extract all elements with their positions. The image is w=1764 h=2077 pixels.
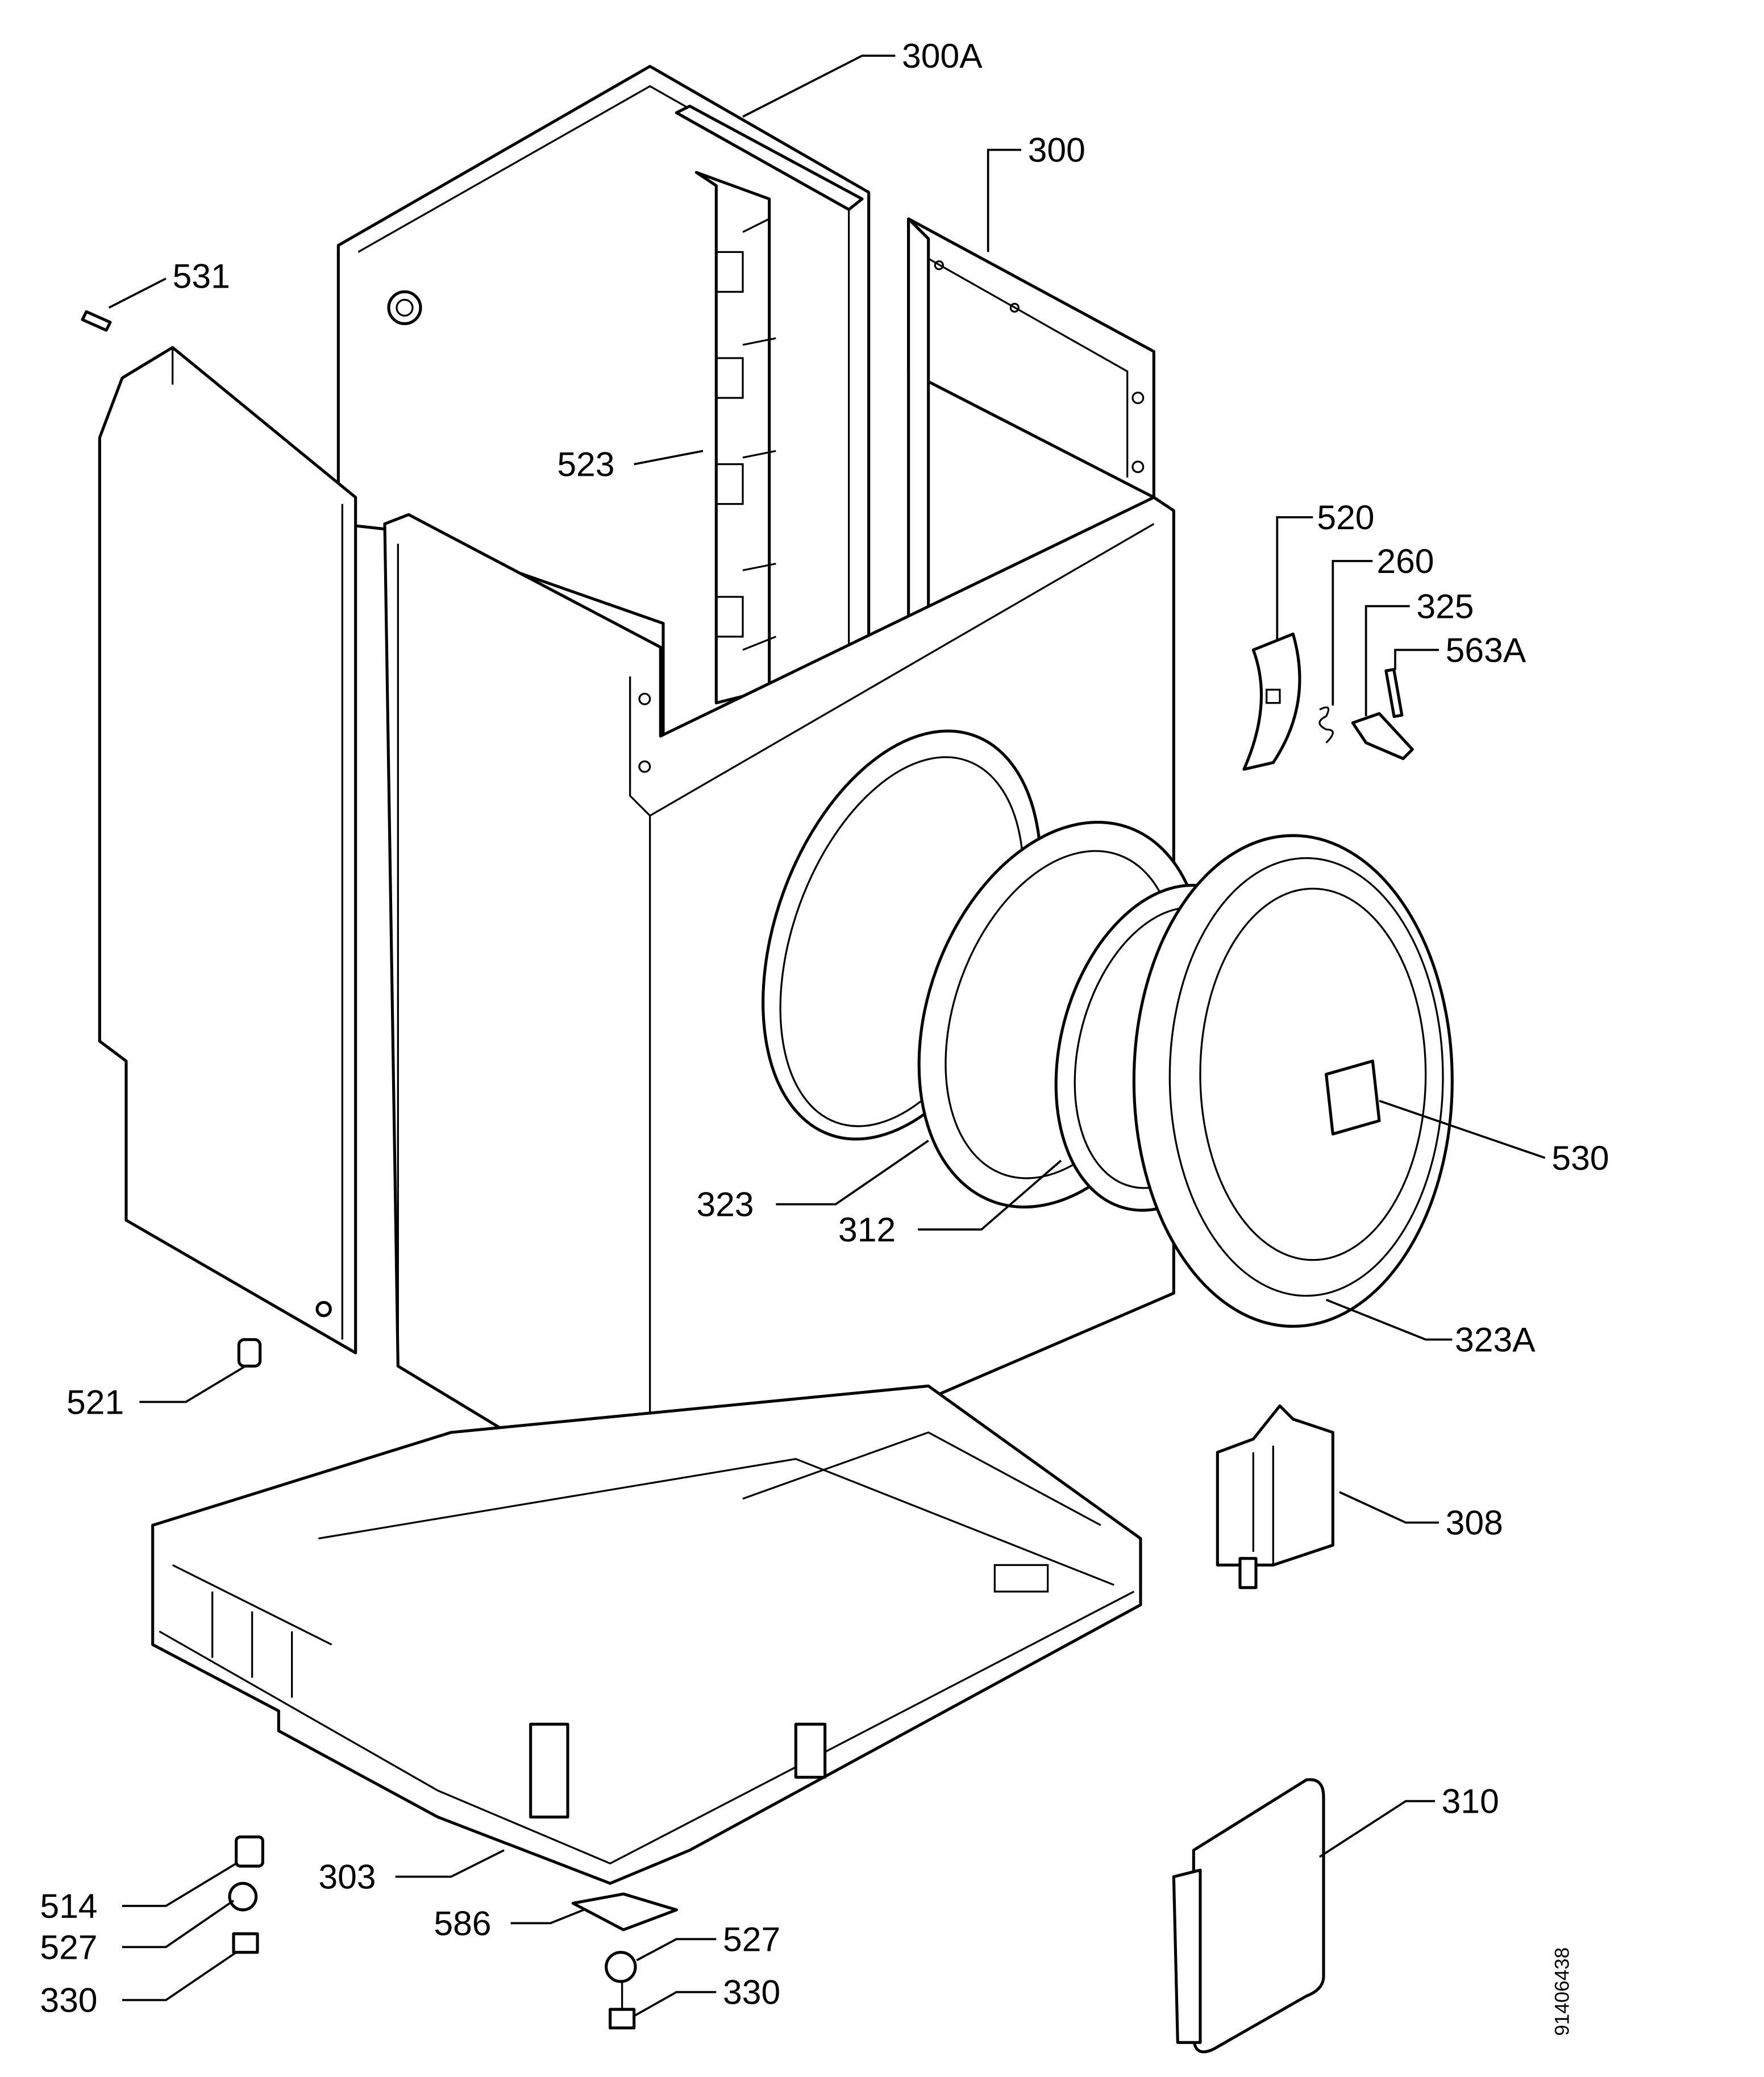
label-527-left: 527: [40, 1928, 97, 1966]
screw-521: [237, 1338, 262, 1368]
label-330-left: 330: [40, 1981, 97, 2020]
label-514: 514: [40, 1887, 97, 1925]
label-527-right: 527: [723, 1920, 780, 1958]
label-521: 521: [66, 1382, 124, 1421]
label-303: 303: [318, 1858, 376, 1896]
label-325: 325: [1416, 587, 1474, 625]
label-323A: 323A: [1455, 1320, 1536, 1359]
leader-lines: [108, 55, 1546, 2017]
label-308: 308: [1446, 1503, 1503, 1542]
label-312: 312: [838, 1210, 896, 1249]
label-260: 260: [1376, 542, 1434, 580]
door-323A: [1132, 834, 1454, 1328]
label-586: 586: [434, 1904, 491, 1942]
foot-parts-right: [571, 1892, 678, 2030]
hinge-308: [1216, 1404, 1334, 1589]
door-handle-530: [1325, 1060, 1381, 1136]
label-523: 523: [557, 445, 614, 484]
label-323: 323: [696, 1185, 754, 1224]
label-531: 531: [173, 256, 230, 295]
label-310: 310: [1442, 1782, 1499, 1821]
cover-310: [1172, 1778, 1325, 2054]
label-300A: 300A: [902, 36, 983, 75]
base-frame-303: [151, 1384, 1142, 1885]
screw-531: [81, 310, 112, 332]
label-300: 300: [1028, 131, 1085, 169]
foot-parts-left: [228, 1835, 264, 1954]
label-563A: 563A: [1446, 630, 1526, 669]
label-530: 530: [1551, 1139, 1609, 1177]
drawing-code: 91406438: [1551, 1947, 1574, 2036]
door-lock-parts: [1242, 632, 1414, 771]
label-520: 520: [1317, 498, 1374, 537]
label-330-right: 330: [723, 1973, 780, 2012]
left-side-panel: [98, 346, 357, 1355]
